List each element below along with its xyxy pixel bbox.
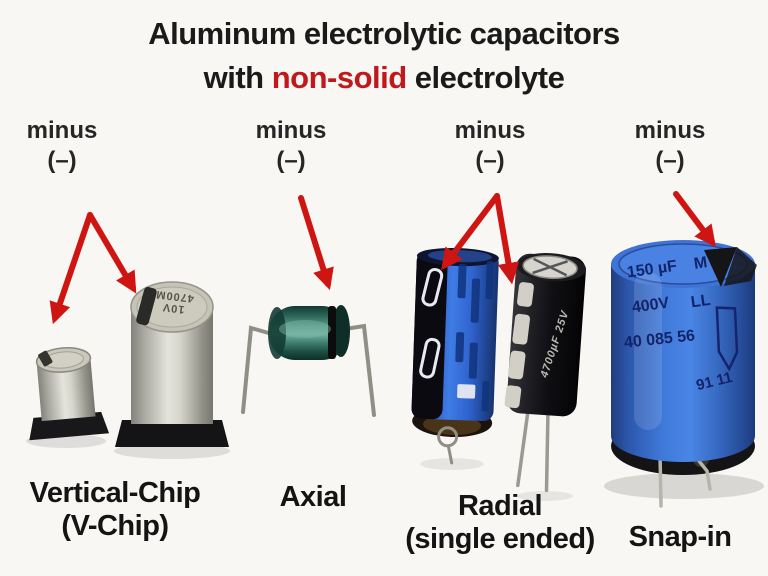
snap-in-capacitor-photo: [611, 240, 757, 508]
minus-word: minus: [454, 117, 526, 144]
caption-radial-name: Radial: [457, 490, 543, 522]
caption-axial: Axial: [263, 481, 363, 514]
minus-label-radial: minus (–): [440, 116, 540, 176]
radial-black-capacitor-photo: [504, 253, 587, 493]
axial-capacitor-photo: [241, 305, 376, 417]
v-chip-large-capacitor-photo: [115, 281, 229, 447]
title-line2: with non-solid electrolyte: [0, 56, 768, 100]
caption-axial-name: Axial: [279, 481, 347, 513]
diagram-title: Aluminum electrolytic capacitors with no…: [0, 12, 768, 100]
minus-word: minus: [634, 117, 706, 144]
caption-snapin-name: Snap-in: [628, 521, 732, 553]
title-line2-prefix: with: [203, 60, 272, 95]
polarity-arrows: [49, 191, 716, 325]
caption-vchip-qualifier: (V-Chip): [61, 510, 169, 542]
snapin-marking-code: LL: [689, 291, 712, 312]
minus-symbol: (–): [655, 147, 685, 174]
minus-word: minus: [26, 117, 98, 144]
caption-vchip: Vertical-Chip (V-Chip): [15, 477, 215, 543]
caption-radial-qualifier: (single ended): [405, 523, 595, 555]
caption-radial: Radial (single ended): [387, 490, 613, 556]
title-line1: Aluminum electrolytic capacitors: [148, 16, 620, 51]
snapin-marking-tolerance: M: [692, 254, 709, 273]
caption-snapin: Snap-in: [605, 521, 755, 554]
minus-label-snapin: minus (–): [620, 116, 720, 176]
minus-label-axial: minus (–): [241, 116, 341, 176]
v-chip-small-capacitor-photo: [29, 347, 110, 441]
minus-symbol: (–): [276, 147, 306, 174]
minus-word: minus: [255, 117, 327, 144]
title-line2-suffix: electrolyte: [406, 60, 565, 95]
caption-vchip-name: Vertical-Chip: [29, 477, 201, 509]
radial-blue-capacitor-photo: [411, 247, 499, 465]
title-line2-highlight: non-solid: [271, 60, 407, 95]
minus-label-vchip: minus (–): [12, 116, 112, 176]
minus-symbol: (–): [475, 147, 505, 174]
minus-symbol: (–): [47, 147, 77, 174]
